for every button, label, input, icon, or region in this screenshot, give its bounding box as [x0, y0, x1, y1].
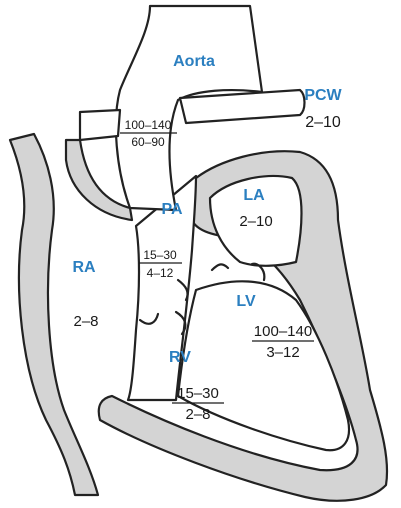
- pcw-label: PCW: [304, 87, 342, 104]
- pa-systolic: 15–30: [143, 248, 177, 262]
- pa-label: PA: [161, 201, 182, 218]
- rv-systolic: 15–30: [177, 385, 219, 402]
- aorta-systolic: 100–140: [125, 118, 172, 132]
- pcw-pressure: 2–10: [305, 114, 341, 131]
- ra-label: RA: [72, 259, 96, 276]
- pa-diastolic: 4–12: [147, 266, 174, 280]
- rv-diastolic: 2–8: [185, 406, 210, 423]
- pulmonary-vein: [180, 90, 305, 123]
- rv-label: RV: [169, 349, 191, 366]
- left-pulmonary-branch: [80, 110, 120, 140]
- la-label: LA: [243, 187, 265, 204]
- aorta-diastolic: 60–90: [131, 135, 165, 149]
- la-pressure: 2–10: [239, 213, 272, 230]
- ra-pressure: 2–8: [73, 313, 98, 330]
- lv-systolic: 100–140: [254, 323, 312, 340]
- lv-label: LV: [236, 293, 256, 310]
- aorta-label: Aorta: [173, 53, 215, 70]
- lv-diastolic: 3–12: [266, 344, 299, 361]
